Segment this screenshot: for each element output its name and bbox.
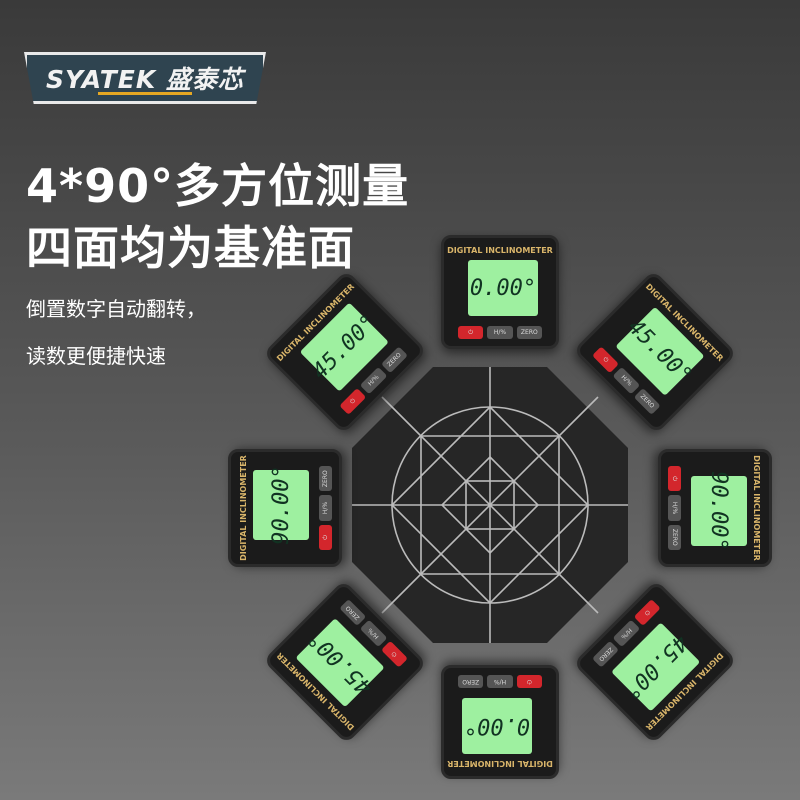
device-title: DIGITAL INCLINOMETER [447, 759, 553, 768]
power-button[interactable]: ⏻ [339, 387, 367, 415]
lcd-reading: 90.00° [691, 471, 747, 551]
subtext-1: 倒置数字自动翻转， [26, 297, 206, 321]
power-icon: ⏻ [526, 678, 532, 686]
inclinometer-device: DIGITAL INCLINOMETER 0.00° ⏻ H/%ZERO [441, 235, 559, 349]
headline-2: 四面均为基准面 [26, 221, 355, 275]
mode-button[interactable]: H/% [612, 619, 640, 647]
power-icon: ⏻ [348, 396, 357, 406]
power-icon: ⏻ [671, 476, 679, 482]
power-button[interactable]: ⏻ [458, 326, 484, 339]
lcd-reading: 0.00° [462, 698, 532, 754]
mode-button[interactable]: H/% [668, 495, 681, 521]
mode-button[interactable]: H/% [360, 619, 388, 647]
subtext-2: 读数更便捷快速 [26, 344, 166, 368]
mode-button[interactable]: H/% [612, 367, 640, 395]
mode-button[interactable]: H/% [487, 326, 513, 339]
zero-button[interactable]: ZERO [516, 326, 542, 339]
mode-button[interactable]: H/% [487, 675, 513, 688]
octagon-base [352, 367, 628, 643]
headline-1: 4*90°多方位测量 [26, 159, 410, 213]
brand-name: SYATEK 盛泰芯 [46, 65, 244, 94]
lcd-reading: 90.00° [253, 465, 309, 545]
zero-button[interactable]: ZERO [380, 346, 408, 374]
device-title: DIGITAL INCLINOMETER [447, 246, 553, 255]
mode-button[interactable]: H/% [319, 495, 332, 521]
inclinometer-device: DIGITAL INCLINOMETER 0.00° ⏻ H/%ZERO [441, 665, 559, 779]
power-icon: ⏻ [468, 328, 474, 336]
power-button[interactable]: ⏻ [516, 675, 542, 688]
power-button[interactable]: ⏻ [668, 466, 681, 492]
power-button[interactable]: ⏻ [319, 524, 332, 550]
power-icon: ⏻ [643, 608, 652, 618]
inclinometer-device: DIGITAL INCLINOMETER 90.00° ⏻ H/% ZERO [228, 449, 342, 567]
power-button[interactable]: ⏻ [592, 346, 620, 374]
device-title: DIGITAL INCLINOMETER [752, 455, 761, 561]
power-button[interactable]: ⏻ [633, 599, 661, 627]
power-icon: ⏻ [389, 650, 399, 659]
power-icon: ⏻ [601, 355, 611, 364]
device-title: DIGITAL INCLINOMETER [239, 455, 248, 561]
zero-button[interactable]: ZERO [633, 387, 661, 415]
power-icon: ⏻ [321, 534, 329, 540]
lcd-reading: 0.00° [468, 260, 538, 316]
zero-button[interactable]: ZERO [592, 640, 620, 668]
zero-button[interactable]: ZERO [319, 466, 332, 492]
zero-button[interactable]: ZERO [458, 675, 484, 688]
inclinometer-device: DIGITAL INCLINOMETER 90.00° ⏻ H/% ZERO [658, 449, 772, 567]
mode-button[interactable]: H/% [360, 367, 388, 395]
zero-button[interactable]: ZERO [339, 599, 367, 627]
brand-logo: SYATEK 盛泰芯 [24, 52, 266, 104]
zero-button[interactable]: ZERO [668, 524, 681, 550]
power-button[interactable]: ⏻ [380, 640, 408, 668]
